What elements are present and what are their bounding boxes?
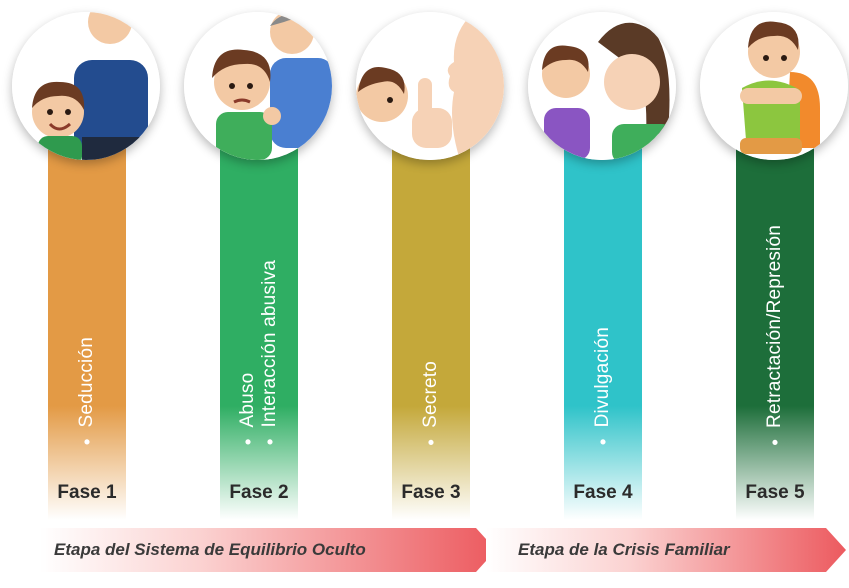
phase-4: Divulgación Fase 4 — [516, 0, 676, 520]
phase-labels: Abuso Interacción abusiva — [220, 160, 298, 450]
phase-item: Seducción — [76, 337, 98, 450]
phase-item: Divulgación — [592, 327, 614, 450]
adult-hushing-child-icon — [356, 12, 504, 160]
stage-label: Etapa de la Crisis Familiar — [518, 540, 730, 559]
phase-bar — [392, 140, 470, 520]
phase-title: Fase 2 — [229, 482, 289, 503]
phase-3: Secreto Fase 3 — [344, 0, 504, 520]
adult-with-smiling-child-icon — [12, 12, 160, 160]
phase-item: Abuso — [237, 373, 259, 450]
phase-labels: Seducción — [48, 160, 126, 450]
phase-title: Fase 5 — [745, 482, 805, 503]
stage-arrow-1: Etapa del Sistema de Equilibrio Oculto — [40, 528, 496, 572]
phase-labels: Secreto — [392, 160, 470, 450]
phase-labels: Retractación/Represión — [736, 160, 814, 450]
phase-item: Retractación/Represión — [764, 225, 786, 450]
phase-labels: Divulgación — [564, 160, 642, 450]
stage-label: Etapa del Sistema de Equilibrio Oculto — [54, 540, 366, 559]
stage-arrow-shape — [40, 528, 496, 572]
phase-item: Interacción abusiva — [259, 260, 281, 450]
phase-2: Abuso Interacción abusiva Fase 2 — [172, 0, 332, 520]
phase-5: Retractación/Represión Fase 5 — [688, 0, 848, 520]
phase-1: Seducción Fase 1 — [0, 0, 160, 520]
phase-title: Fase 4 — [573, 482, 633, 503]
phase-bar — [48, 140, 126, 520]
stage-arrow-shape — [486, 528, 846, 572]
phase-title: Fase 3 — [401, 482, 461, 503]
sad-child-hugging-knees-icon — [700, 12, 848, 160]
stage-arrow-2: Etapa de la Crisis Familiar — [486, 528, 846, 572]
child-whispering-to-woman-icon — [528, 12, 676, 160]
adult-holding-worried-child-icon — [184, 12, 332, 160]
phase-title: Fase 1 — [57, 482, 117, 503]
phase-item: Secreto — [420, 361, 442, 450]
